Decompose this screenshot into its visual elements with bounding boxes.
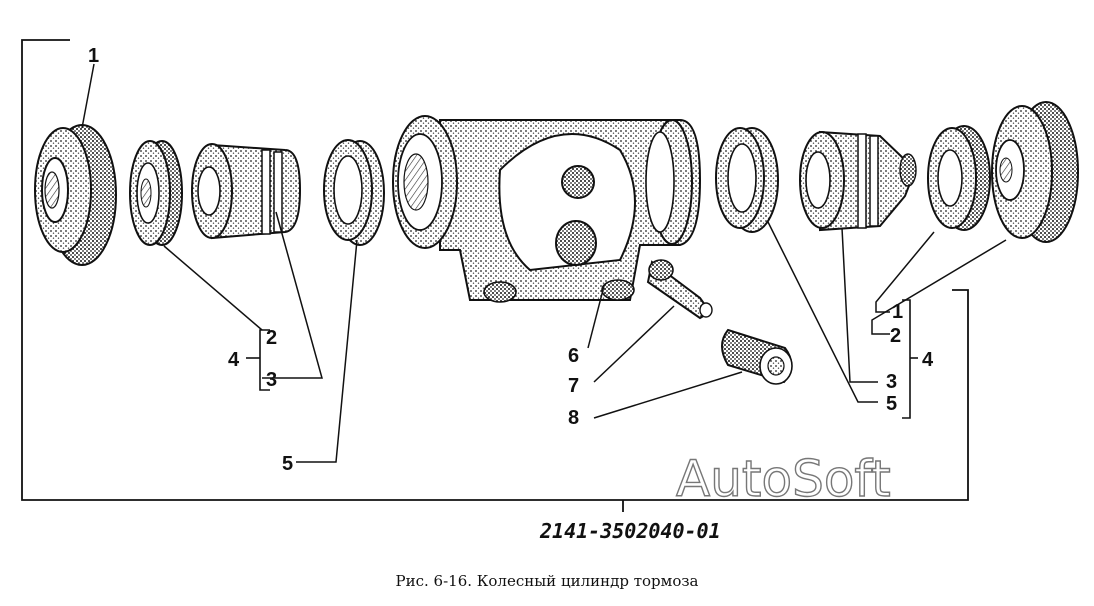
watermark: AutoSoft <box>676 450 891 508</box>
label-left-1: 1 <box>88 45 99 67</box>
ring-right <box>715 127 779 233</box>
ring-left <box>323 139 385 246</box>
boot-left <box>34 124 117 266</box>
right-group-brace <box>902 299 911 419</box>
label-6: 6 <box>568 345 579 367</box>
leader-lines <box>81 63 1007 463</box>
boot-right <box>991 101 1079 243</box>
label-right-5: 5 <box>886 393 897 415</box>
seal-right <box>927 125 991 231</box>
piston-right <box>799 130 917 232</box>
label-right-1: 1 <box>892 301 903 323</box>
label-right-4: 4 <box>922 349 934 371</box>
label-8: 8 <box>568 407 579 429</box>
bleeder-cap <box>721 328 793 385</box>
label-left-3: 3 <box>266 369 277 391</box>
label-right-3: 3 <box>886 371 897 393</box>
label-7: 7 <box>568 375 579 397</box>
label-left-5: 5 <box>282 453 293 475</box>
left-group-brace <box>259 329 270 391</box>
label-left-4: 4 <box>228 349 240 371</box>
label-left-2: 2 <box>266 327 277 349</box>
piston-left <box>191 143 302 240</box>
assembly-bracket <box>21 39 969 501</box>
bleeder-valve <box>646 259 713 320</box>
label-right-2: 2 <box>890 325 901 347</box>
seal-left <box>129 140 183 246</box>
part-number: 2141-3502040-01 <box>539 519 721 543</box>
cylinder-body <box>392 115 702 303</box>
figure-caption: Рис. 6-16. Колесный цилиндр тормоза <box>395 572 699 590</box>
